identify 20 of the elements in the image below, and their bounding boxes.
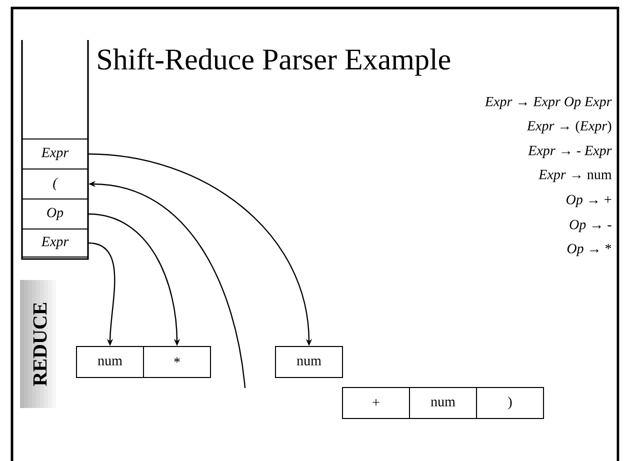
grammar-rule: Op → * [567,244,612,256]
stack-cell: ( [22,168,88,200]
stack-cell: Expr [22,138,88,170]
grammar-rule: Expr → (Expr) [526,120,612,134]
node-label: REDUCE [33,302,47,386]
token-box: + [342,387,410,419]
title: Shift-Reduce Parser Example [98,48,450,76]
stack-cell: Op [22,198,88,230]
token-box: num [409,387,477,419]
reduce-banner: REDUCE [20,280,60,408]
token-box: * [143,346,211,378]
token-box: num [275,346,343,378]
token-box: num [76,346,144,378]
token-box: ) [476,387,544,419]
grammar-rule: Expr → num [538,170,612,182]
grammar-rule: Op → + [566,194,612,208]
grammar-rule: Expr → - Expr [528,146,612,158]
grammar-rule: Expr → Expr Op Expr [484,96,612,110]
stack-cell: Expr [22,228,88,258]
grammar-rule: Op → - [570,220,612,232]
